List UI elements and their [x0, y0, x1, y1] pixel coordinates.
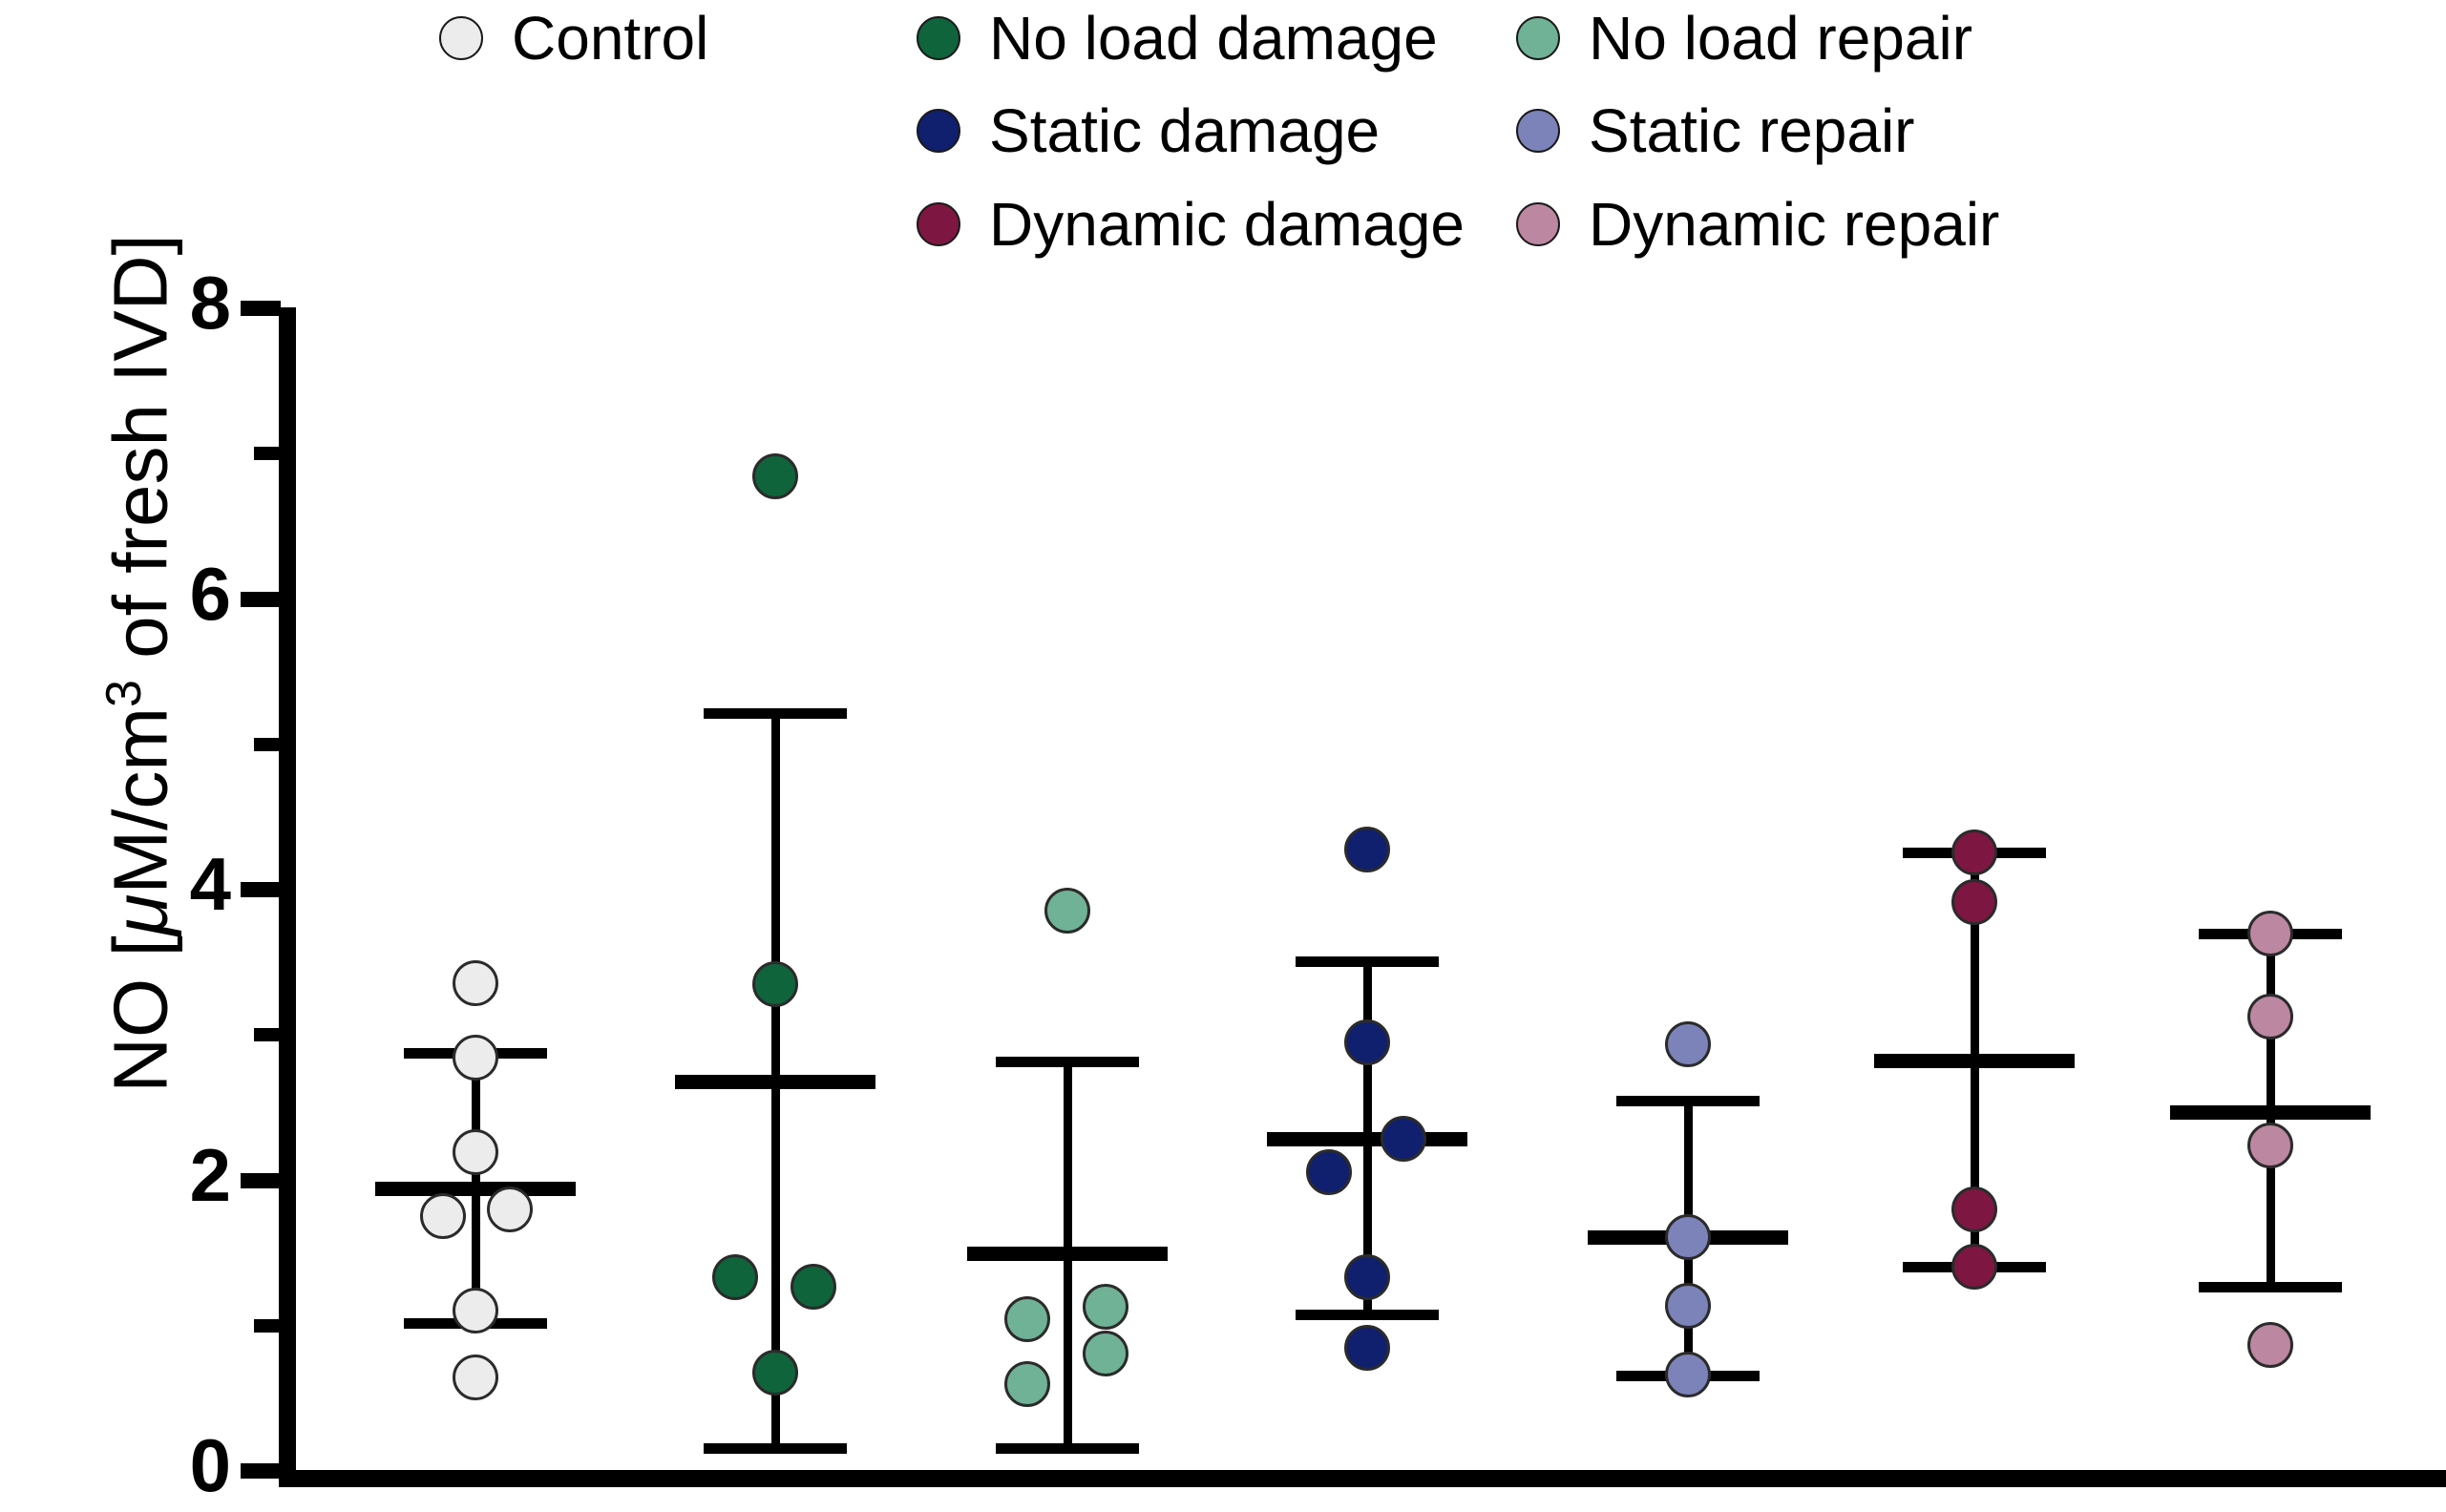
legend-swatch-icon — [1516, 202, 1560, 246]
error-bar-cap-upper — [704, 707, 847, 719]
y-axis-tick-label: 4 — [189, 842, 231, 926]
data-point — [1083, 1331, 1128, 1377]
legend-item-label: Dynamic damage — [989, 190, 1465, 259]
y-axis-minor-tick — [254, 1028, 281, 1042]
legend-item-label: Dynamic repair — [1589, 190, 2000, 259]
data-point — [1951, 1186, 1997, 1233]
x-axis-line — [279, 1470, 2446, 1487]
mean-line — [375, 1181, 576, 1196]
error-bar-cap-lower — [2199, 1282, 2342, 1293]
data-point — [1951, 878, 1997, 925]
y-axis-tick-label: 2 — [189, 1132, 231, 1217]
data-point — [2247, 1123, 2293, 1169]
error-bar-cap-upper — [996, 1057, 1139, 1068]
legend-swatch-icon — [917, 109, 960, 153]
legend-item-dynamic-damage[interactable]: Dynamic damage — [917, 194, 1465, 255]
mean-line — [1267, 1131, 1467, 1146]
data-point — [2247, 993, 2293, 1040]
y-axis-major-tick — [241, 882, 281, 897]
data-point — [420, 1192, 466, 1239]
data-point — [453, 1034, 498, 1081]
legend-item-static-repair[interactable]: Static repair — [1516, 100, 1914, 161]
data-point — [1665, 1020, 1711, 1067]
y-axis-minor-tick — [254, 447, 281, 461]
data-point — [2247, 1322, 2293, 1369]
data-point — [453, 1287, 498, 1334]
data-point — [1004, 1361, 1050, 1408]
data-point — [1344, 1019, 1390, 1066]
legend-item-no-load-repair[interactable]: No load repair — [1516, 8, 1972, 69]
y-axis-tick-label: 6 — [189, 551, 231, 636]
data-point — [1344, 826, 1390, 872]
y-axis-major-tick — [241, 591, 281, 607]
y-axis-minor-tick — [254, 1318, 281, 1333]
error-bar-cap-lower — [704, 1443, 847, 1455]
legend-swatch-icon — [1516, 109, 1560, 153]
legend-item-no-load-damage[interactable]: No load damage — [917, 8, 1438, 69]
legend-swatch-icon — [917, 202, 960, 246]
data-point — [453, 959, 498, 1006]
data-point — [712, 1253, 758, 1300]
y-axis-major-tick — [241, 1463, 281, 1479]
error-bar-cap-lower — [996, 1443, 1139, 1455]
data-point — [1083, 1284, 1128, 1331]
data-point — [1665, 1282, 1711, 1329]
mean-line — [675, 1075, 875, 1090]
mean-line — [1874, 1053, 2075, 1068]
y-axis-title-superscript: 3 — [96, 680, 152, 707]
legend-item-static-damage[interactable]: Static damage — [917, 100, 1380, 161]
data-point — [1044, 887, 1090, 934]
data-point — [752, 452, 798, 499]
data-point — [453, 1128, 498, 1175]
y-axis-tick-label: 0 — [189, 1423, 231, 1507]
data-point — [1665, 1214, 1711, 1261]
data-point — [453, 1354, 498, 1400]
y-axis-title-mid: M/cm — [97, 706, 183, 894]
legend-item-label: No load repair — [1589, 4, 1972, 73]
legend-swatch-icon — [439, 16, 483, 60]
y-axis-title-pre: NO [ — [97, 935, 183, 1093]
legend-swatch-icon — [1516, 16, 1560, 60]
legend-swatch-icon — [917, 16, 960, 60]
legend-item-label: Static repair — [1589, 96, 1915, 165]
data-point — [1344, 1253, 1390, 1300]
y-axis-line — [279, 307, 296, 1487]
y-axis-title: NO [μM/cm3 of fresh IVD] — [72, 100, 183, 1227]
data-point — [1951, 1243, 1997, 1290]
data-point — [752, 961, 798, 1008]
data-point — [2247, 911, 2293, 957]
data-point — [1951, 829, 1997, 875]
y-axis-major-tick — [241, 1172, 281, 1188]
legend-item-label: Static damage — [989, 96, 1381, 165]
error-bar-cap-lower — [1296, 1310, 1439, 1321]
legend-item-label: Control — [512, 4, 709, 73]
data-point — [791, 1264, 836, 1311]
legend-item-control[interactable]: Control — [439, 8, 708, 69]
y-axis-title-mu: μ — [97, 893, 183, 936]
y-axis-major-tick — [241, 301, 281, 316]
data-point — [1004, 1295, 1050, 1342]
error-bar-cap-upper — [1296, 956, 1439, 968]
data-point — [487, 1186, 533, 1233]
y-axis-minor-tick — [254, 737, 281, 751]
legend-item-dynamic-repair[interactable]: Dynamic repair — [1516, 194, 1999, 255]
mean-line — [2170, 1105, 2371, 1121]
y-axis-title-post: of fresh IVD] — [97, 234, 183, 681]
data-point — [1665, 1351, 1711, 1397]
legend-item-label: No load damage — [989, 4, 1438, 73]
data-point — [1344, 1325, 1390, 1372]
data-point — [752, 1349, 798, 1396]
y-axis-tick-label: 8 — [189, 261, 231, 345]
error-bar-cap-upper — [1616, 1096, 1760, 1107]
data-point — [1381, 1115, 1426, 1162]
mean-line — [967, 1247, 1168, 1262]
data-point — [1306, 1148, 1352, 1195]
